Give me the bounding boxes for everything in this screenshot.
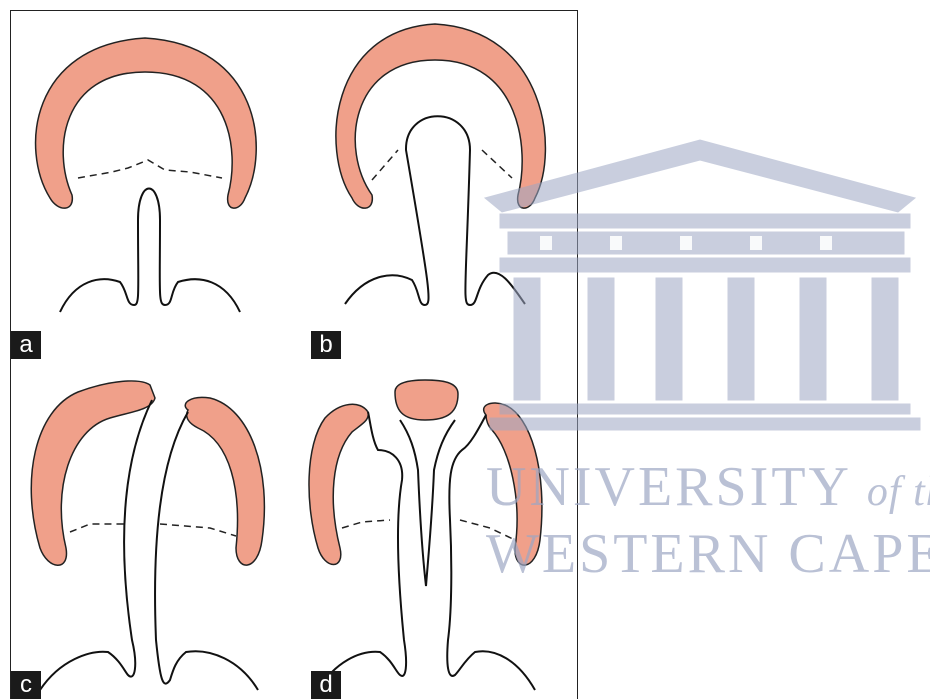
panel-d	[309, 380, 542, 690]
panel-a-dashed-line	[78, 160, 222, 178]
panel-label-c: c	[11, 671, 41, 699]
panel-d-left-shelf	[309, 404, 368, 564]
panel-a-septum	[60, 189, 240, 313]
panel-c-right-shelf	[185, 397, 264, 565]
panel-d-right-dashed-line	[460, 520, 515, 540]
panel-a	[36, 38, 257, 312]
panel-c-left-shelf	[31, 381, 155, 565]
panel-b	[336, 24, 546, 305]
panel-d-central-shelf	[395, 380, 458, 420]
panel-a-arch	[36, 38, 257, 208]
panel-c	[31, 381, 264, 690]
panel-c-left-dashed-line	[70, 524, 127, 532]
panel-label-a: a	[11, 331, 41, 359]
panel-d-left-dashed-line	[342, 520, 390, 528]
panel-b-septum	[345, 116, 525, 305]
panel-label-d: d	[311, 671, 341, 699]
panel-d-nasal-septum	[400, 420, 455, 586]
panel-b-dashed-line	[372, 150, 512, 180]
panel-label-b: b	[311, 331, 341, 359]
panel-c-right-dashed-line	[160, 524, 236, 536]
panel-d-right-shelf	[484, 403, 542, 565]
